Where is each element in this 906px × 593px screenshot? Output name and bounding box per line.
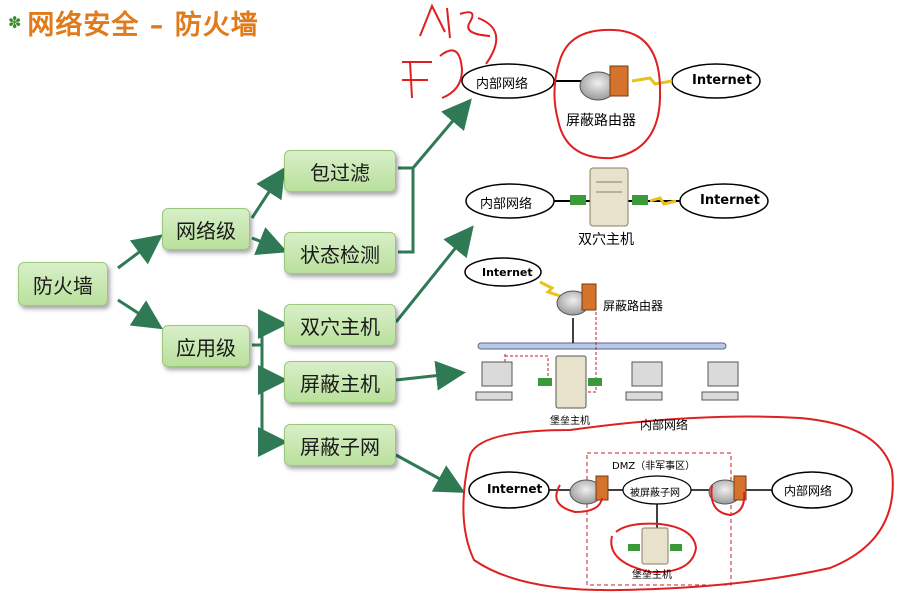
screened-subnet-label: 屏蔽子网 — [300, 434, 380, 459]
network-level-box: 网络级 — [162, 208, 250, 250]
dual-homed-host-box: 双穴主机 — [284, 304, 396, 346]
diagram4-graphic — [468, 452, 853, 586]
diagram3-graphic — [464, 257, 739, 409]
bullet-flower-icon: ✽ — [8, 12, 22, 32]
d4-internet-label: Internet — [487, 482, 543, 496]
d1-internal-label: 内部网络 — [476, 77, 529, 92]
tree-connectors — [117, 98, 474, 493]
packet-filter-label: 包过滤 — [310, 160, 370, 185]
d2-internal-label: 内部网络 — [480, 197, 533, 212]
stateful-inspection-box: 状态检测 — [284, 232, 396, 274]
dual-homed-host-label: 双穴主机 — [300, 314, 380, 339]
d3-network-label: 内部网络 — [640, 418, 689, 432]
root-box: 防火墙 — [18, 262, 108, 306]
screened-host-label: 屏蔽主机 — [300, 371, 380, 396]
title-text: 网络安全 – 防火墙 — [27, 9, 259, 41]
d4-dmz-label: DMZ（非军事区） — [612, 461, 696, 472]
d4-internal-label: 内部网络 — [784, 484, 833, 498]
d3-internet-label: Internet — [482, 266, 533, 279]
d4-bastion-label: 堡垒主机 — [632, 570, 672, 581]
diagram1-graphic — [461, 63, 761, 101]
diagram2-graphic — [465, 167, 769, 227]
d1-router-label: 屏蔽路由器 — [566, 113, 636, 129]
d3-router-label: 屏蔽路由器 — [603, 299, 664, 313]
d3-bastion-label: 堡垒主机 — [550, 416, 590, 427]
d2-internet-label: Internet — [700, 193, 760, 208]
screened-host-box: 屏蔽主机 — [284, 361, 396, 403]
slide-title: ✽ 网络安全 – 防火墙 — [8, 2, 259, 42]
packet-filter-box: 包过滤 — [284, 150, 396, 192]
application-level-box: 应用级 — [162, 325, 250, 367]
screened-subnet-box: 屏蔽子网 — [284, 424, 396, 466]
application-level-label: 应用级 — [176, 335, 236, 360]
stateful-inspection-label: 状态检测 — [300, 242, 380, 267]
handwritten-annotations — [402, 3, 894, 592]
d2-host-label: 双穴主机 — [578, 232, 634, 248]
root-label: 防火墙 — [33, 273, 93, 298]
d4-subnet-label: 被屏蔽子网 — [630, 488, 680, 499]
network-level-label: 网络级 — [176, 218, 236, 243]
d1-internet-label: Internet — [692, 73, 752, 88]
